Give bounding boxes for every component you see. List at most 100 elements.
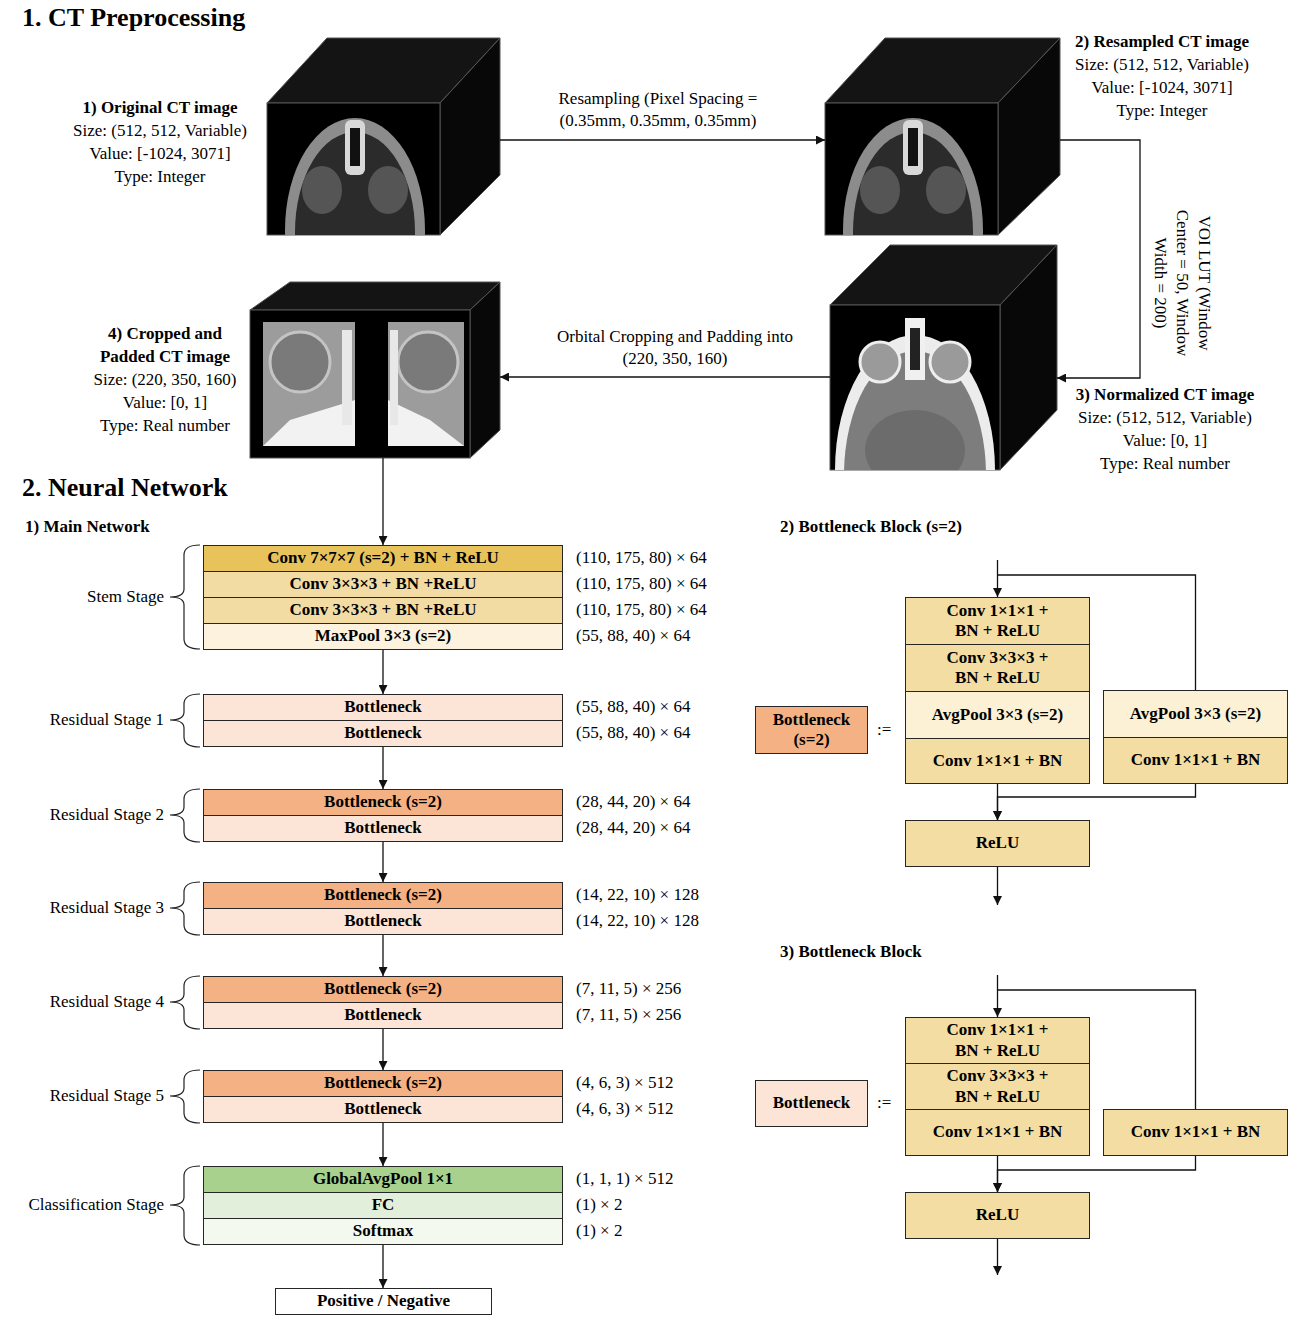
tensor-shape: (7, 11, 5) × 256 xyxy=(576,979,681,999)
edge-label: Resampling (Pixel Spacing = (0.35mm, 0.3… xyxy=(551,88,766,132)
orbit xyxy=(368,166,408,214)
volume-caption: 3) Normalized CT imageSize: (512, 512, V… xyxy=(1055,383,1275,475)
brace xyxy=(170,789,200,842)
flow-arrow xyxy=(382,650,383,694)
volume-property: Size: (512, 512, Variable) xyxy=(1052,53,1272,76)
layer-box: Bottleneck (s=2) xyxy=(203,789,563,816)
volume-property: Type: Real number xyxy=(65,414,265,437)
volume-caption: 2) Resampled CT imageSize: (512, 512, Va… xyxy=(1052,30,1272,122)
layer-box: Bottleneck xyxy=(203,815,563,842)
layer-label: Bottleneck xyxy=(344,697,421,717)
section-heading: 1. CT Preprocessing xyxy=(22,2,245,33)
flow-arrow xyxy=(998,1156,1196,1192)
tensor-shape: (55, 88, 40) × 64 xyxy=(576,697,690,717)
sinus xyxy=(910,328,920,370)
bone xyxy=(388,400,464,446)
tensor-shape: (4, 6, 3) × 512 xyxy=(576,1073,673,1093)
layer-box: Conv 1×1×1 + BN xyxy=(905,738,1090,784)
sinus xyxy=(905,318,925,380)
layer-label: Conv 3×3×3 + BN +ReLU xyxy=(289,600,476,620)
orbit xyxy=(860,342,900,382)
sinus xyxy=(908,128,918,166)
layer-label: Conv 1×1×1 + BN + ReLU xyxy=(942,601,1054,642)
tensor-shape: (28, 44, 20) × 64 xyxy=(576,818,690,838)
eyeball xyxy=(270,332,330,392)
layer-label: Conv 3×3×3 + BN + ReLU xyxy=(942,648,1054,689)
layer-label: FC xyxy=(372,1195,395,1215)
volume-property: Value: [0, 1] xyxy=(65,391,265,414)
tensor-shape: (1) × 2 xyxy=(576,1221,622,1241)
definition-sign: := xyxy=(877,1093,891,1113)
section-heading: 2. Neural Network xyxy=(22,472,228,503)
layer-box: Conv 1×1×1 + BN + ReLU xyxy=(905,597,1090,645)
layer-label: Conv 1×1×1 + BN xyxy=(933,1122,1063,1142)
layer-box: Conv 3×3×3 + BN +ReLU xyxy=(203,597,563,624)
layer-label: Bottleneck xyxy=(344,723,421,743)
layer-label: AvgPool 3×3 (s=2) xyxy=(932,705,1063,725)
layer-label: Bottleneck xyxy=(344,1099,421,1119)
tensor-shape: (110, 175, 80) × 64 xyxy=(576,574,707,594)
flow-arrow xyxy=(998,784,1196,820)
cube-face xyxy=(250,310,470,458)
layer-box: Bottleneck xyxy=(203,720,563,747)
volume-property: Type: Integer xyxy=(40,165,280,188)
tensor-shape: (55, 88, 40) × 64 xyxy=(576,626,690,646)
cube-face xyxy=(440,38,500,235)
layer-label: Bottleneck (s=2) xyxy=(324,792,442,812)
edge-label: Orbital Cropping and Padding into (220, … xyxy=(555,326,795,370)
subsection-heading: 3) Bottleneck Block xyxy=(780,942,922,962)
layer-box: ReLU xyxy=(905,820,1090,867)
ct-slice xyxy=(843,118,983,235)
volume-title: 2) Resampled CT image xyxy=(1052,30,1272,53)
brace xyxy=(170,976,200,1029)
brace xyxy=(170,1070,200,1123)
orbit-crop xyxy=(388,322,464,446)
layer-box: FC xyxy=(203,1192,563,1219)
stage-name: Residual Stage 1 xyxy=(50,710,164,730)
tensor-shape: (4, 6, 3) × 512 xyxy=(576,1099,673,1119)
layer-box: Conv 3×3×3 + BN + ReLU xyxy=(905,1063,1090,1110)
flow-arrow xyxy=(382,1245,383,1288)
bone xyxy=(342,330,352,425)
volume-property: Size: (512, 512, Variable) xyxy=(1055,406,1275,429)
output-wire xyxy=(997,867,998,905)
tensor-shape: (14, 22, 10) × 128 xyxy=(576,885,699,905)
layer-label: Conv 1×1×1 + BN xyxy=(1131,750,1261,770)
layer-box: Conv 1×1×1 + BN + ReLU xyxy=(905,1017,1090,1064)
input-wire xyxy=(997,975,998,1017)
sinus xyxy=(350,128,360,166)
flow-arrow xyxy=(382,1029,383,1070)
layer-label: Bottleneck (s=2) xyxy=(324,979,442,999)
brace xyxy=(170,1166,200,1245)
brace xyxy=(170,882,200,935)
layer-box: Bottleneck (s=2) xyxy=(755,706,868,754)
flow-arrow xyxy=(500,139,825,140)
cube-face xyxy=(250,282,500,310)
cube-face xyxy=(470,282,500,458)
layer-label: Positive / Negative xyxy=(317,1291,450,1311)
input-wire xyxy=(997,560,998,597)
flow-arrow xyxy=(382,935,383,976)
layer-box: Bottleneck xyxy=(203,1096,563,1123)
flow-arrow xyxy=(382,747,383,789)
layer-label: MaxPool 3×3 (s=2) xyxy=(315,626,451,646)
cube-face xyxy=(998,38,1060,235)
ct-volume: 2) Resampled CT imageSize: (512, 512, Va… xyxy=(825,38,1060,235)
layer-label: Bottleneck xyxy=(344,911,421,931)
layer-box: AvgPool 3×3 (s=2) xyxy=(905,691,1090,739)
eyeball xyxy=(398,332,458,392)
stage-name: Residual Stage 2 xyxy=(50,805,164,825)
layer-label: Bottleneck (s=2) xyxy=(324,885,442,905)
edge-label: VOI LUT (Window Center = 50, Window Widt… xyxy=(1149,201,1215,366)
layer-label: Bottleneck xyxy=(344,1005,421,1025)
layer-label: ReLU xyxy=(976,1205,1019,1225)
layer-box: Conv 1×1×1 + BN xyxy=(1103,1109,1288,1156)
subsection-heading: 1) Main Network xyxy=(25,517,150,537)
layer-label: Conv 7×7×7 (s=2) + BN + ReLU xyxy=(267,548,499,568)
flow-arrow xyxy=(382,1123,383,1166)
tensor-shape: (14, 22, 10) × 128 xyxy=(576,911,699,931)
ct-slice xyxy=(285,118,425,235)
volume-property: Value: [0, 1] xyxy=(1055,429,1275,452)
brace xyxy=(170,694,200,747)
